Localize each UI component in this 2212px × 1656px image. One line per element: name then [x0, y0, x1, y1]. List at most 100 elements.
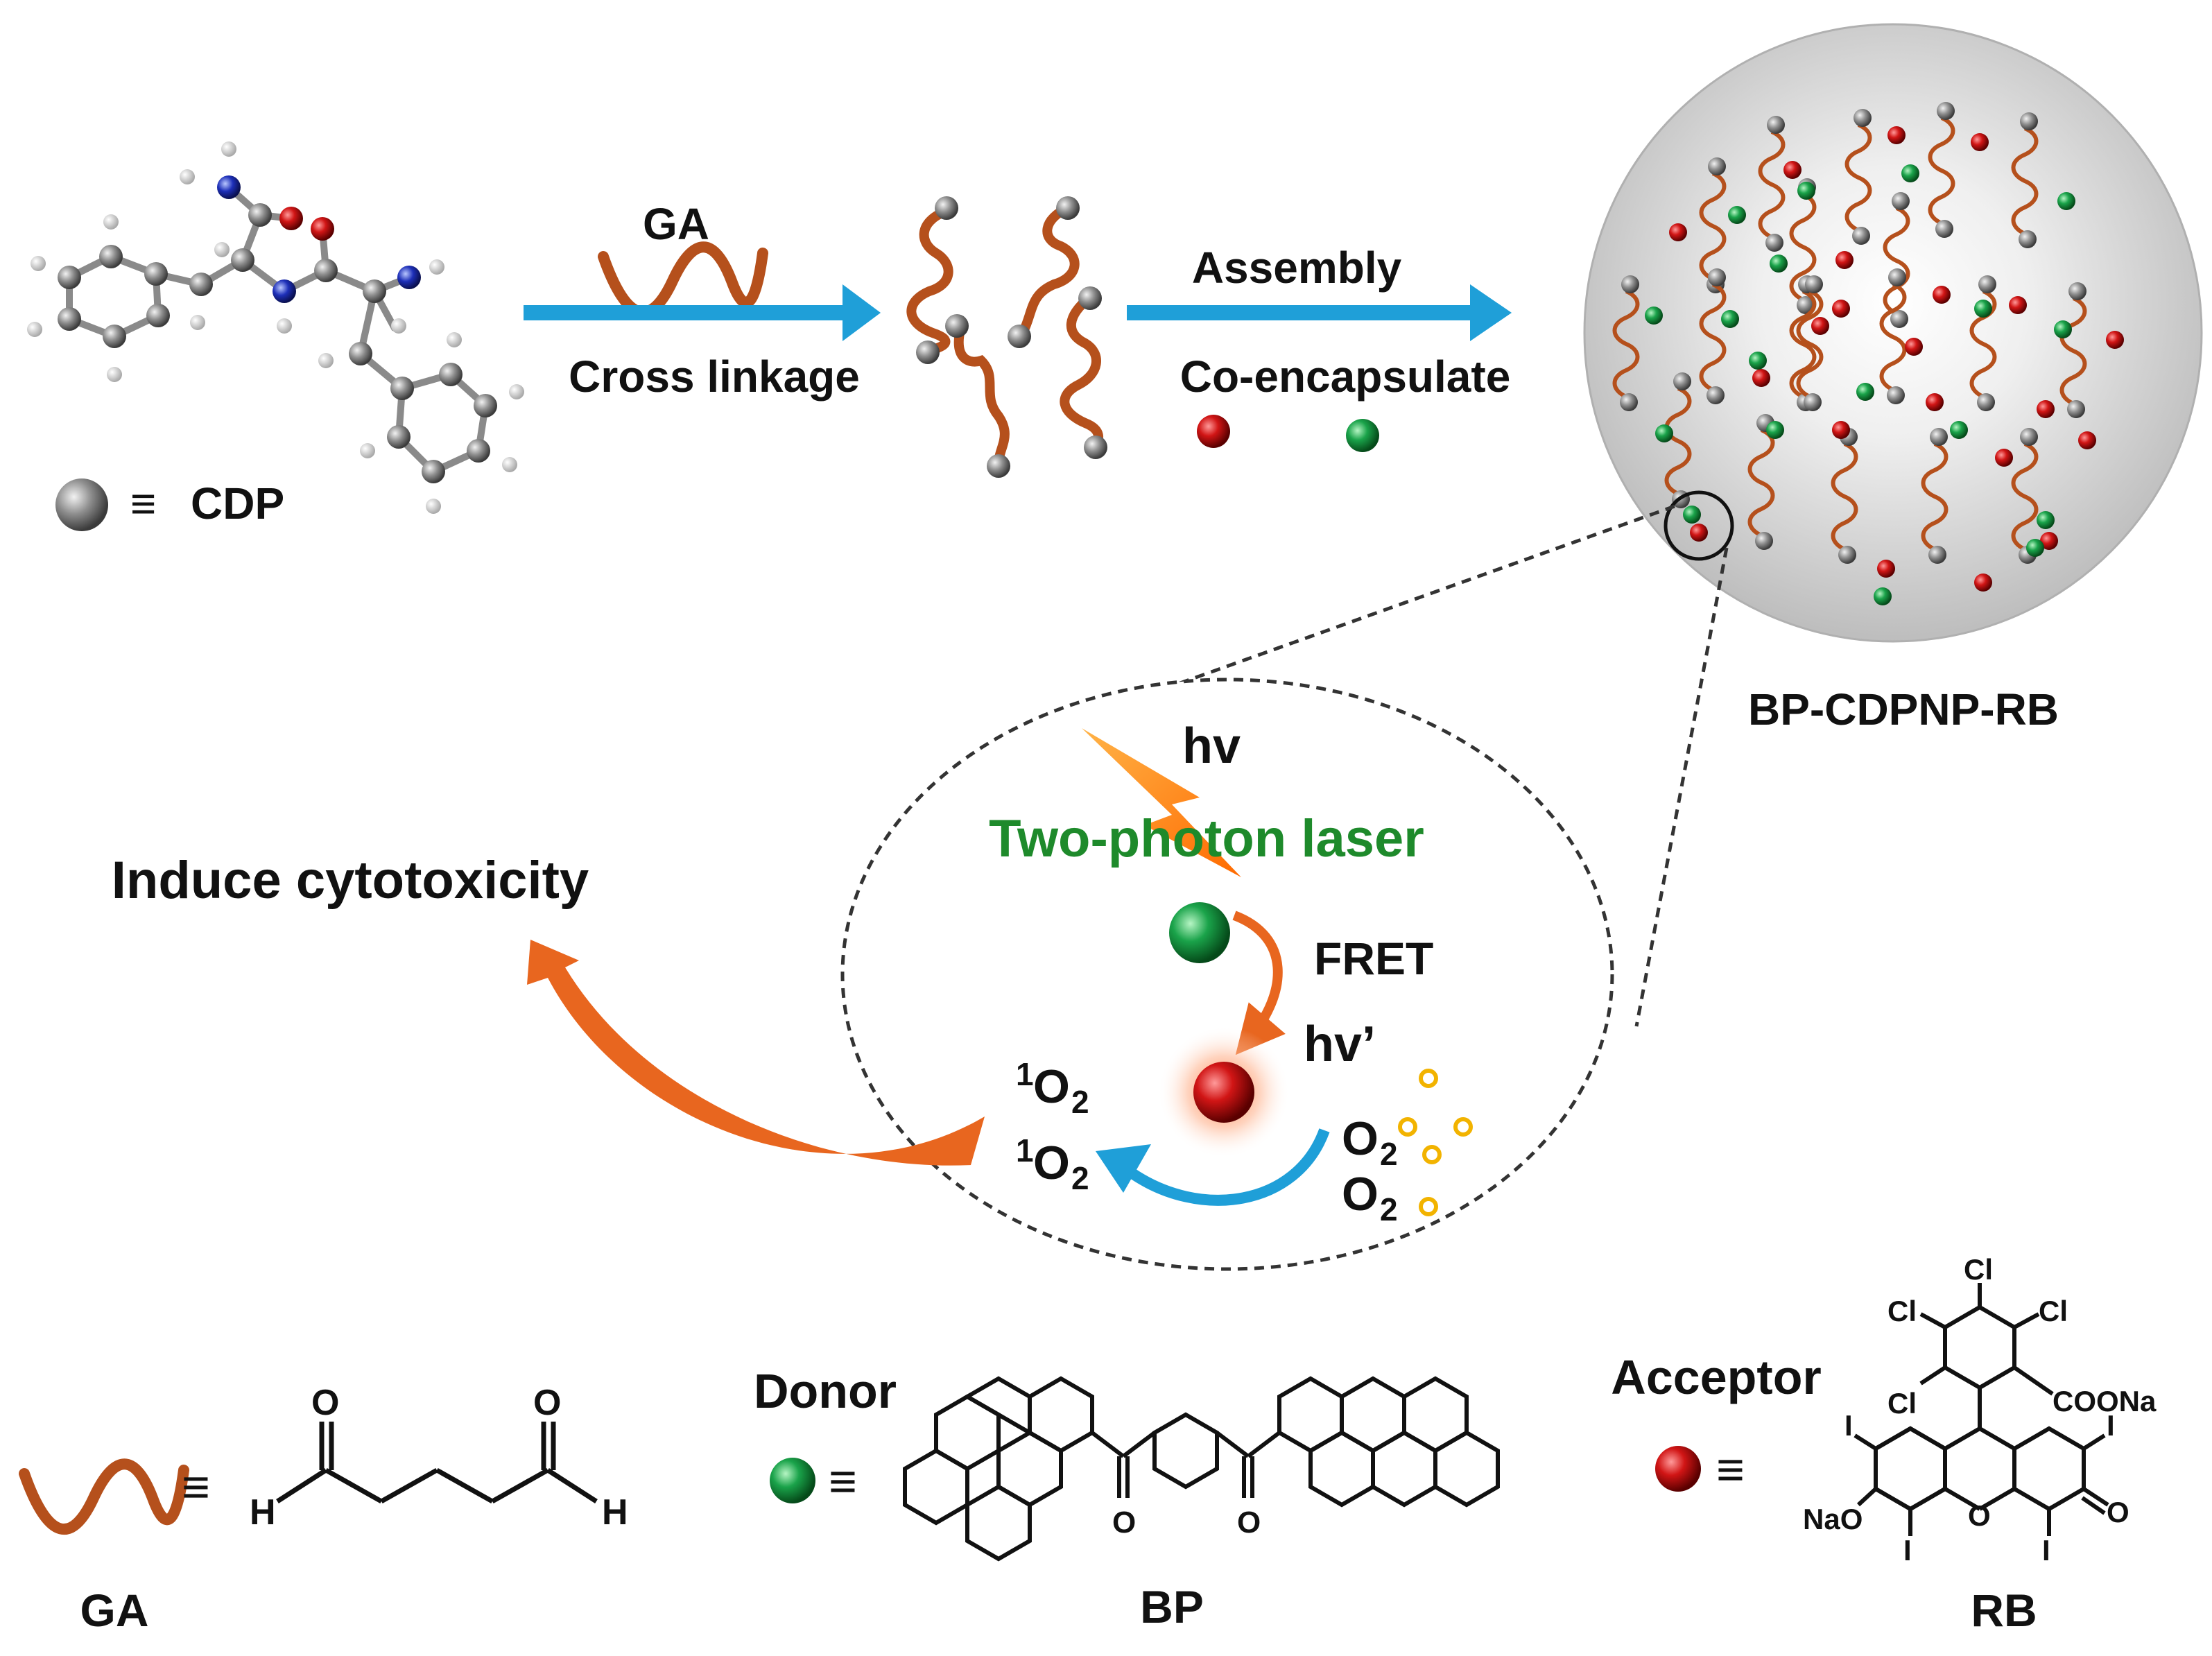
rb-coona: COONa [2053, 1385, 2157, 1417]
rb-o-ring: O [1968, 1499, 1991, 1532]
donor-legend-dot-icon [770, 1458, 815, 1503]
particle-node [1854, 109, 1872, 127]
particle-node [1765, 234, 1783, 252]
particle-node [2020, 112, 2038, 130]
particle-donor-dot [1874, 587, 1892, 605]
particle-node [1621, 275, 1639, 293]
particle-node [1673, 372, 1691, 390]
particle-chains [1612, 102, 2087, 564]
cytotoxicity-arrow [527, 940, 985, 1166]
particle-chain [1831, 442, 1858, 551]
oxygen-label-1: O 2 [1342, 1112, 1398, 1172]
particle-donor-dot [2057, 192, 2075, 210]
svg-text:O: O [1033, 1137, 1070, 1189]
donor-dot-icon [1346, 419, 1379, 452]
rb-cl-bottom: Cl [1887, 1387, 1917, 1420]
rb-i-bottom-right: I [2042, 1534, 2050, 1567]
particle-chain [1699, 171, 1727, 281]
oxygen-conversion-arrow [1127, 1128, 1330, 1206]
rb-cl-left: Cl [1887, 1295, 1917, 1327]
rb-equiv-symbol: ≡ [1716, 1442, 1745, 1497]
crosslinked-chain-nodes [916, 196, 1107, 478]
particle-acceptor-dot [2009, 296, 2027, 314]
particle-acceptor-dot [1995, 449, 2013, 467]
particle-node [2020, 428, 2038, 446]
bp-name: BP [1140, 1581, 1204, 1632]
particle-chain [1969, 289, 1997, 399]
bp-o-right: O [1237, 1506, 1261, 1539]
particle-node [1805, 275, 1823, 293]
particle-node [1888, 268, 1906, 286]
two-photon-laser-label: Two-photon laser [989, 809, 1424, 868]
lightning-bolt-icon [1082, 728, 1241, 877]
particle-donor-dot [1728, 206, 1746, 224]
legend-ga: ≡ O O H H GA [19, 1383, 628, 1636]
oxygen-label-2: O 2 [1342, 1168, 1398, 1227]
acceptor-legend-dot-icon [1655, 1446, 1701, 1492]
particle-acceptor-dot [2106, 331, 2124, 349]
coencapsulate-label: Co-encapsulate [1180, 352, 1511, 402]
particle-node [1804, 393, 1822, 411]
singlet-oxygen-label-2: 1 O 2 [1016, 1132, 1089, 1196]
rb-i-left: I [1844, 1409, 1853, 1442]
rb-cl-right: Cl [2039, 1295, 2068, 1327]
rb-o-keto: O [2107, 1496, 2129, 1528]
particle-node [1767, 116, 1785, 134]
particle-donor-dot [1655, 424, 1673, 442]
particle-acceptor-dot [1905, 338, 1923, 356]
svg-text:1: 1 [1016, 1056, 1034, 1092]
particle-chain [1844, 123, 1872, 232]
svg-text:O: O [1342, 1112, 1379, 1165]
crosslink-bottom-label: Cross linkage [569, 352, 860, 402]
particle-acceptor-dot [1832, 421, 1850, 439]
zoom-line-bottom [1634, 547, 1729, 1027]
particle-chain [1789, 289, 1817, 399]
particle-chain [2011, 126, 2039, 236]
bp-structure [903, 1376, 1500, 1562]
fret-arrow [1232, 911, 1286, 1055]
svg-text:2: 2 [1380, 1191, 1398, 1227]
particle-node [1887, 386, 1905, 404]
particle-chain [2059, 296, 2087, 406]
particle-chain [1921, 442, 1949, 551]
particle-chain [1796, 289, 1824, 399]
svg-text:1: 1 [1016, 1132, 1034, 1168]
fret-label: FRET [1314, 933, 1433, 984]
ga-o-left: O [311, 1383, 339, 1423]
svg-text:2: 2 [1380, 1136, 1398, 1172]
oxygen-bubbles-icon [1398, 1069, 1473, 1216]
bp-o-left: O [1112, 1506, 1136, 1539]
acceptor-role-label: Acceptor [1611, 1350, 1821, 1404]
particle-donor-dot [1950, 421, 1968, 439]
particle-acceptor-dot [1887, 126, 1906, 144]
particle-node [1890, 310, 1908, 328]
particle-acceptor-dot [1971, 133, 1989, 151]
particle-donor-dot [1749, 352, 1767, 370]
particle-node [1852, 227, 1870, 245]
rb-nao: NaO [1803, 1503, 1863, 1535]
rb-name: RB [1971, 1585, 2037, 1636]
particle-acceptor-dot [2040, 532, 2058, 550]
particle-node [1930, 428, 1948, 446]
ga-name: GA [80, 1585, 149, 1636]
hv-label: hv [1182, 718, 1241, 774]
particle-acceptor-dot [1926, 393, 1944, 411]
particle-chain [1664, 386, 1692, 496]
particle-label: BP-CDPNP-RB [1748, 684, 2059, 734]
particle-acceptor-dot [1835, 251, 1854, 269]
particle-chain [1699, 282, 1727, 392]
rb-cl-top: Cl [1964, 1253, 1993, 1286]
particle-acceptor-dot [1811, 317, 1829, 335]
nanoparticle [1583, 23, 2203, 643]
rb-i-right: I [2107, 1409, 2115, 1442]
ga-o-right: O [533, 1383, 561, 1423]
particle-acceptor-dot [1877, 560, 1895, 578]
zoom-ellipse [840, 678, 1614, 1271]
cdp-label: CDP [191, 478, 284, 528]
particle-donor-dot [1721, 310, 1739, 328]
zoom-selection-circle [1664, 490, 1734, 561]
particle-node [1928, 546, 1946, 564]
induce-cytotoxicity-label: Induce cytotoxicity [112, 851, 589, 910]
cdp-molecule [27, 141, 524, 514]
